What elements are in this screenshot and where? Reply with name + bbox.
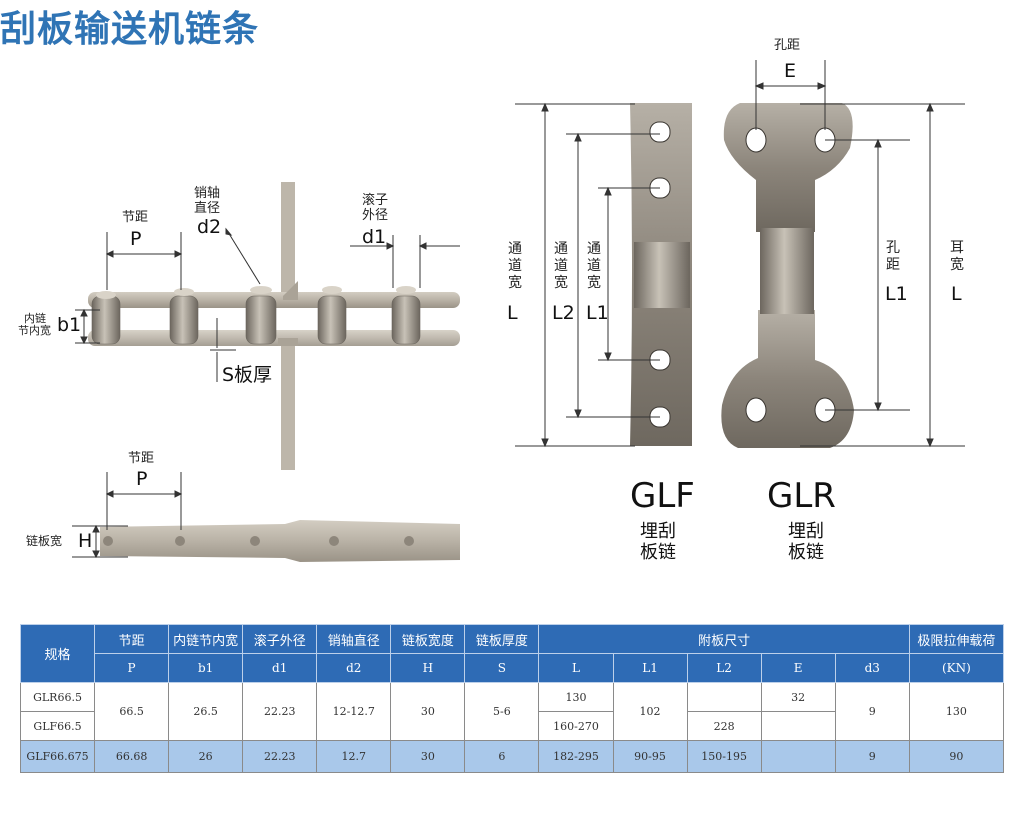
spec-table: 规格 节距 内链节内宽 滚子外径 销轴直径 链板宽度 链板厚度 附板尺寸 极限拉…: [19, 624, 1005, 773]
cell-L2: 150-195: [686, 740, 762, 773]
chain-plate-top-view: [100, 520, 460, 562]
th-sub-E: E: [760, 653, 836, 683]
cell-d2: 12.7: [316, 740, 392, 773]
model-glf-sub2: 板链: [640, 542, 676, 563]
cell-spec: GLF66.5: [19, 711, 96, 741]
ear-width-label: 耳宽: [950, 240, 964, 273]
hole-L1-symbol: L1: [885, 283, 908, 305]
pin-label-1: 销轴: [194, 186, 221, 201]
plate-width-label: 链板宽: [26, 534, 63, 548]
glr-attachment: [721, 103, 854, 448]
model-glf: GLF: [630, 476, 695, 516]
plate-thickness-label: S板厚: [222, 364, 273, 386]
model-glf-sub1: 埋刮: [640, 521, 676, 542]
right-dimension-lines: [515, 60, 965, 448]
channel-width-label-L2: 通道宽: [554, 241, 568, 291]
hole-label: 孔距: [886, 240, 900, 273]
left-dimension-lines: [75, 227, 460, 382]
channel-L1-symbol: L1: [586, 302, 609, 324]
cell-S: 6: [464, 740, 540, 773]
th-pitch: 节距: [94, 624, 170, 654]
chain-side-view: [88, 182, 460, 470]
cell-L: 130: [538, 682, 614, 712]
cell-spec: GLR66.5: [19, 682, 96, 712]
cell-L: 160-270: [538, 711, 614, 741]
th-sub-P: P: [94, 653, 170, 683]
th-tensile: 极限拉伸载荷: [908, 624, 1005, 654]
plate-dimension-lines: [72, 472, 183, 559]
th-plate-width: 链板宽度: [390, 624, 466, 654]
inner-width-label-1: 内链: [24, 312, 46, 325]
roller-label-2: 外径: [362, 208, 389, 223]
cell-P: 66.68: [94, 740, 170, 773]
model-glr-sub2: 板链: [788, 542, 824, 563]
th-sub-L1: L1: [612, 653, 688, 683]
th-roller-dia: 滚子外径: [242, 624, 318, 654]
th-sub-S: S: [464, 653, 540, 683]
cell-E: [760, 711, 836, 741]
cell-L1: 90-95: [612, 740, 688, 773]
cell-E: 32: [760, 682, 836, 712]
channel-width-label-L: 通道宽: [508, 241, 522, 291]
hole-spacing-label: 孔距: [774, 38, 801, 53]
pitch-symbol: P: [130, 228, 142, 250]
cell-H: 30: [390, 682, 466, 741]
cell-d3: 9: [834, 682, 910, 741]
cell-L: 182-295: [538, 740, 614, 773]
th-sub-L: L: [538, 653, 614, 683]
th-inner-width: 内链节内宽: [168, 624, 244, 654]
hole-spacing-symbol: E: [784, 60, 797, 82]
cell-kn: 90: [908, 740, 1005, 773]
pitch-label-plate: 节距: [128, 451, 155, 466]
cell-E: [760, 740, 836, 773]
th-pin-dia: 销轴直径: [316, 624, 392, 654]
diagrams-canvas: [72, 60, 965, 562]
pitch-label: 节距: [122, 210, 149, 225]
th-spec: 规格: [19, 624, 96, 683]
cell-L2: 228: [686, 711, 762, 741]
pin-label-2: 直径: [194, 201, 221, 216]
cell-d1: 22.23: [242, 740, 318, 773]
th-plate-thickness: 链板厚度: [464, 624, 540, 654]
cell-kn: 130: [908, 682, 1005, 741]
th-attachment: 附板尺寸: [538, 624, 910, 654]
cell-S: 5-6: [464, 682, 540, 741]
pin-symbol: d2: [197, 216, 222, 238]
roller-label-1: 滚子: [362, 193, 389, 208]
th-sub-d1: d1: [242, 653, 318, 683]
model-glr: GLR: [767, 476, 836, 516]
th-sub-d2: d2: [316, 653, 392, 683]
inner-width-symbol: b1: [57, 314, 82, 336]
cell-P: 66.5: [94, 682, 170, 741]
th-sub-d3: d3: [834, 653, 910, 683]
cell-spec: GLF66.675: [19, 740, 96, 773]
glf-attachment: [630, 103, 692, 446]
page-title: 刮板输送机链条: [0, 9, 260, 50]
inner-width-label-2: 节内宽: [18, 324, 51, 337]
th-sub-L2: L2: [686, 653, 762, 683]
ear-L-symbol: L: [951, 283, 962, 305]
cell-L1: 102: [612, 682, 688, 741]
roller-symbol: d1: [362, 226, 387, 248]
model-glr-sub1: 埋刮: [788, 521, 824, 542]
cell-d3: 9: [834, 740, 910, 773]
channel-L-symbol: L: [507, 302, 518, 324]
channel-width-label-L1: 通道宽: [587, 241, 601, 291]
table-row: GLR66.5 66.5 26.5 22.23 12-12.7 30 5-6 1…: [19, 682, 1005, 741]
pitch-symbol-plate: P: [136, 468, 148, 490]
cell-b1: 26.5: [168, 682, 244, 741]
th-sub-kn: (KN): [908, 653, 1005, 683]
cell-d2: 12-12.7: [316, 682, 392, 741]
cell-d1: 22.23: [242, 682, 318, 741]
th-sub-H: H: [390, 653, 466, 683]
channel-L2-symbol: L2: [552, 302, 575, 324]
table-row: GLF66.5 160-270 228: [19, 711, 1004, 741]
cell-L2: [686, 682, 762, 712]
cell-H: 30: [390, 740, 466, 773]
th-sub-b1: b1: [168, 653, 244, 683]
table-row: GLF66.675 66.68 26 22.23 12.7 30 6 182-2…: [19, 740, 1005, 773]
plate-width-symbol: H: [78, 530, 93, 552]
cell-b1: 26: [168, 740, 244, 773]
